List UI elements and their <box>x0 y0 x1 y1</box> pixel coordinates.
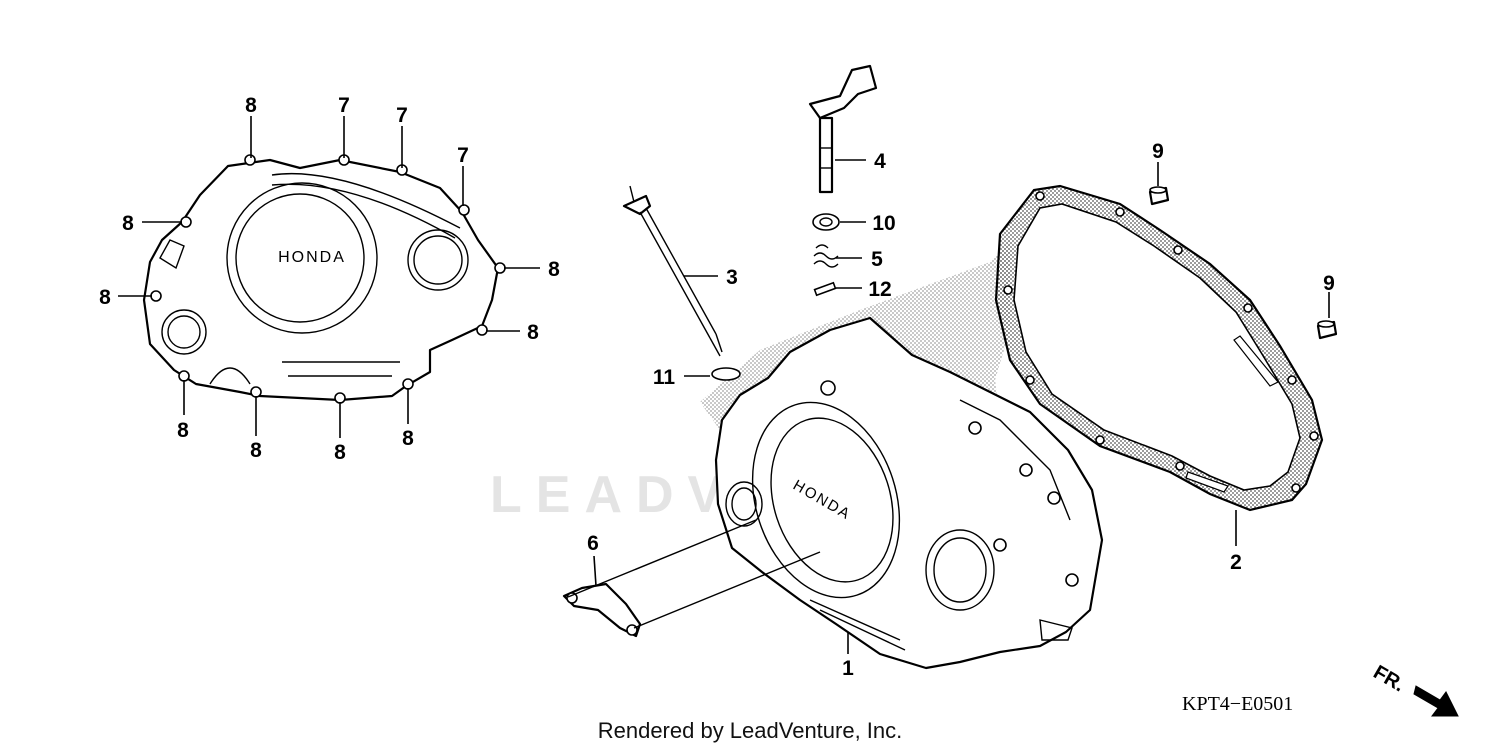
callout-5: 5 <box>871 248 883 271</box>
callout-8: 8 <box>122 212 134 235</box>
right-crankcase-cover-outline: HONDA <box>142 154 506 404</box>
callout-8: 8 <box>245 94 257 117</box>
shaft-part-4 <box>808 64 878 194</box>
cover-bolt-bosses <box>150 154 506 404</box>
direction-label: FR. <box>1370 661 1409 696</box>
callout-3: 3 <box>726 266 738 289</box>
callout-6: 6 <box>587 532 599 555</box>
render-credit: Rendered by LeadVenture, Inc. <box>598 718 903 743</box>
callout-8: 8 <box>402 427 414 450</box>
callout-1: 1 <box>842 657 854 680</box>
cover-logo-text: HONDA <box>278 249 346 266</box>
pin-part-12 <box>813 281 837 297</box>
center-leader-lines <box>593 159 1330 654</box>
oil-seal-part-10 <box>812 213 840 231</box>
callout-labels: 8 7 7 7 8 8 8 8 8 8 8 8 4 10 5 12 3 11 6… <box>99 94 1335 680</box>
callout-12: 12 <box>868 278 891 301</box>
dowel-pin-part-9-upper <box>1148 186 1170 206</box>
callout-8: 8 <box>548 258 560 281</box>
crankcase-cover-part-1: HONDA <box>714 316 1104 670</box>
callout-8: 8 <box>334 441 346 464</box>
callout-7: 7 <box>457 144 469 167</box>
diagram-code: KPT4−E0501 <box>1182 693 1293 715</box>
callout-4: 4 <box>874 150 886 173</box>
front-direction-arrow-icon: FR. <box>1370 661 1459 717</box>
oil-dipstick-part-3 <box>622 185 723 357</box>
callout-11: 11 <box>653 366 676 389</box>
left-leader-lines <box>118 116 540 438</box>
callout-9: 9 <box>1323 272 1335 295</box>
callout-7: 7 <box>338 94 350 117</box>
o-ring-part-11 <box>711 367 741 381</box>
callout-8: 8 <box>99 286 111 309</box>
spring-part-5 <box>813 244 839 268</box>
callout-10: 10 <box>872 212 895 235</box>
dowel-pin-part-9-lower <box>1316 320 1338 340</box>
callout-7: 7 <box>396 104 408 127</box>
clamp-part-6 <box>562 519 821 638</box>
callout-8: 8 <box>527 321 539 344</box>
callout-8: 8 <box>250 439 262 462</box>
gasket-part-2 <box>994 184 1324 512</box>
callout-2: 2 <box>1230 551 1242 574</box>
callout-8: 8 <box>177 419 189 442</box>
callout-9: 9 <box>1152 140 1164 163</box>
